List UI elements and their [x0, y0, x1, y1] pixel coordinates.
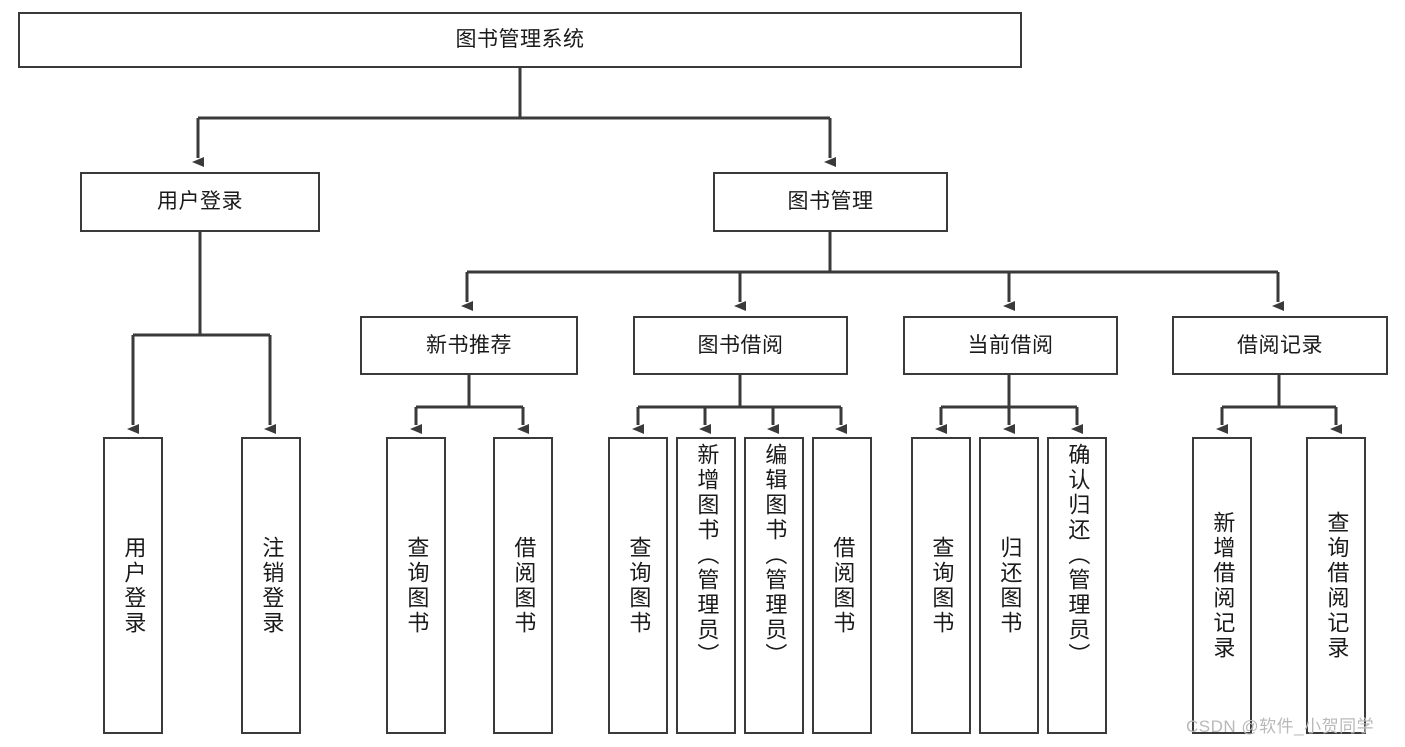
node-user-login[interactable]: 用户登录	[80, 172, 320, 232]
watermark: CSDN @软件_小贺同学	[1186, 717, 1375, 736]
node-leaf-confirm-return-admin[interactable]: 确认归还（管理员）	[1047, 437, 1107, 734]
node-current-borrow[interactable]: 当前借阅	[903, 316, 1118, 375]
node-book-borrow-label: 图书借阅	[697, 333, 784, 357]
node-leaf-query-book-3-label: 查询图书	[929, 535, 955, 636]
node-new-book-recommend-label: 新书推荐	[426, 333, 512, 357]
node-leaf-borrow-book-2[interactable]: 借阅图书	[812, 437, 872, 734]
node-leaf-query-book-1-label: 查询图书	[404, 535, 430, 636]
node-current-borrow-label: 当前借阅	[967, 333, 1054, 357]
node-leaf-logout-login-label: 注销登录	[259, 535, 285, 636]
node-leaf-confirm-return-admin-label: 确认归还（管理员）	[1065, 443, 1091, 668]
node-root-label: 图书管理系统	[455, 28, 585, 52]
node-leaf-query-book-2-label: 查询图书	[626, 535, 652, 636]
node-leaf-borrow-book-1-label: 借阅图书	[511, 535, 537, 636]
node-leaf-borrow-book-2-label: 借阅图书	[830, 535, 856, 636]
node-root[interactable]: 图书管理系统	[18, 12, 1022, 68]
node-leaf-query-book-1[interactable]: 查询图书	[386, 437, 446, 734]
node-leaf-borrow-book-1[interactable]: 借阅图书	[493, 437, 553, 734]
node-leaf-add-borrow-record[interactable]: 新增借阅记录	[1192, 437, 1252, 734]
node-leaf-return-book[interactable]: 归还图书	[979, 437, 1039, 734]
node-leaf-edit-book-admin[interactable]: 编辑图书（管理员）	[744, 437, 804, 734]
node-leaf-user-login-label: 用户登录	[121, 535, 147, 636]
node-leaf-user-login[interactable]: 用户登录	[103, 437, 163, 734]
node-user-login-label: 用户登录	[157, 190, 243, 214]
node-borrow-record[interactable]: 借阅记录	[1172, 316, 1388, 375]
node-leaf-logout-login[interactable]: 注销登录	[241, 437, 301, 734]
node-book-borrow[interactable]: 图书借阅	[633, 316, 848, 375]
node-book-management[interactable]: 图书管理	[713, 172, 948, 232]
node-leaf-add-book-admin[interactable]: 新增图书（管理员）	[676, 437, 736, 734]
node-leaf-return-book-label: 归还图书	[997, 535, 1023, 636]
node-leaf-edit-book-admin-label: 编辑图书（管理员）	[762, 443, 788, 668]
node-leaf-query-borrow-record-label: 查询借阅记录	[1324, 510, 1350, 661]
node-borrow-record-label: 借阅记录	[1237, 333, 1323, 357]
node-leaf-query-borrow-record[interactable]: 查询借阅记录	[1306, 437, 1366, 734]
node-leaf-query-book-3[interactable]: 查询图书	[911, 437, 971, 734]
node-leaf-add-book-admin-label: 新增图书（管理员）	[694, 443, 720, 668]
node-leaf-add-borrow-record-label: 新增借阅记录	[1210, 510, 1236, 661]
node-leaf-query-book-2[interactable]: 查询图书	[608, 437, 668, 734]
node-new-book-recommend[interactable]: 新书推荐	[360, 316, 578, 375]
node-book-management-label: 图书管理	[787, 190, 874, 214]
